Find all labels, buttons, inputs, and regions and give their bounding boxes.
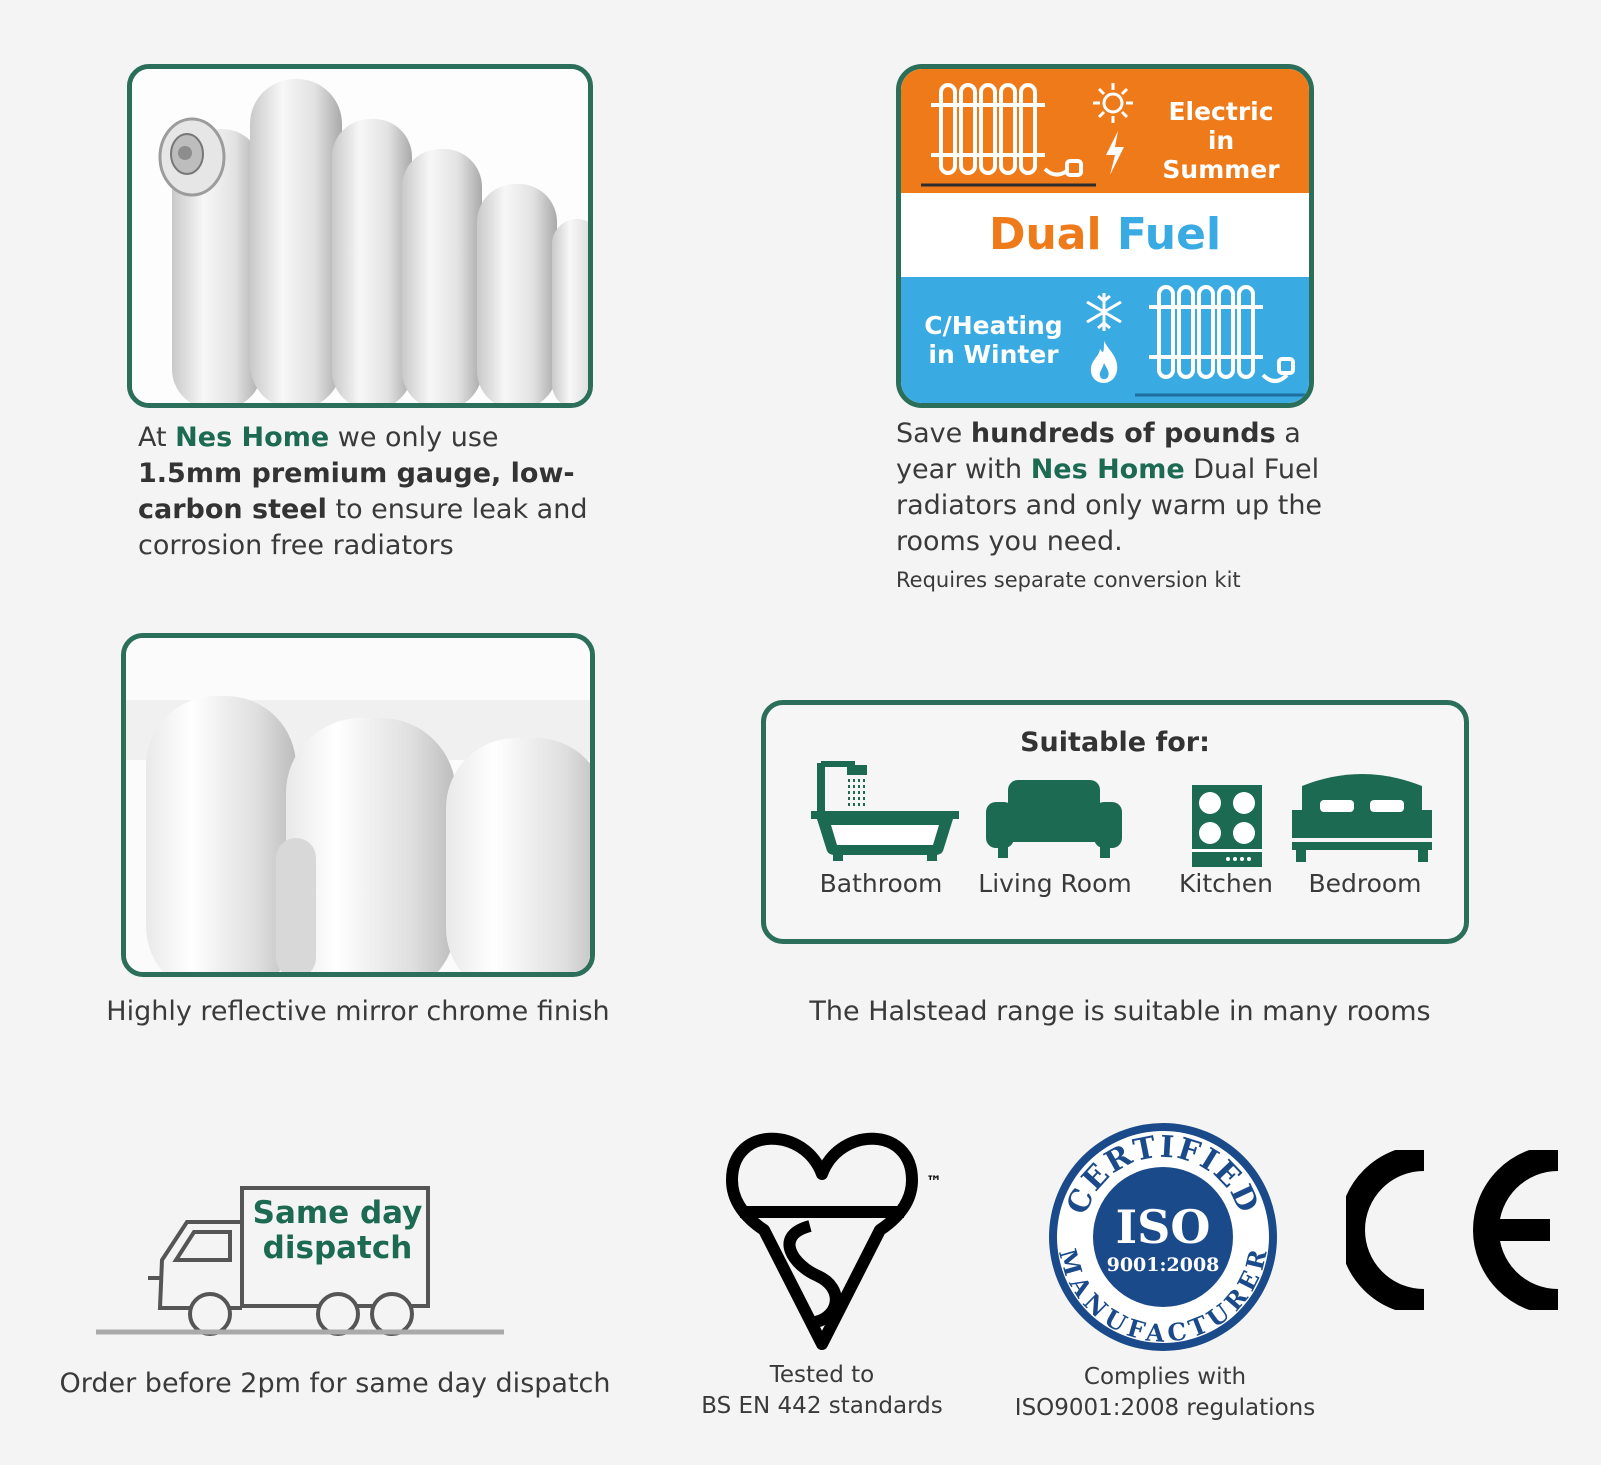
central-heating-radiator-icon — [1135, 285, 1305, 397]
rooms-title: Suitable for: — [1020, 727, 1210, 758]
brand-name: Nes Home — [175, 422, 330, 453]
lightning-icon — [1106, 131, 1124, 175]
steel-mid: we only use — [329, 422, 499, 453]
summer-label: Electric in Summer — [1162, 97, 1280, 184]
title-dual: Dual — [988, 209, 1102, 260]
dual-fuel-description: Save hundreds of pounds a year with Nes … — [896, 416, 1356, 560]
dispatch-caption: Order before 2pm for same day dispatch — [59, 1368, 611, 1399]
ce-mark-icon — [1346, 1150, 1559, 1310]
kitemark-caption: Tested to BS EN 442 standards — [692, 1360, 952, 1422]
title-fuel: Fuel — [1116, 209, 1222, 260]
chrome-finish-photo-frame — [121, 633, 595, 977]
room-label-bathroom: Bathroom — [819, 869, 943, 898]
hob-icon — [1192, 785, 1262, 867]
sun-icon — [1093, 83, 1133, 123]
chrome-radiator-photo — [126, 638, 590, 972]
kitemark-caption-line2: BS EN 442 standards — [701, 1393, 943, 1419]
kitemark-caption-line1: Tested to — [769, 1362, 875, 1388]
desc-suffix: Dual Fuel radiators and only warm up the… — [896, 454, 1323, 557]
steel-description: At Nes Home we only use 1.5mm premium ga… — [138, 420, 608, 564]
truck-label-line1: Same day — [252, 1195, 423, 1231]
steel-suffix: to ensure leak and corrosion free radiat… — [138, 494, 588, 561]
sofa-icon — [986, 780, 1122, 858]
conversion-kit-note: Requires separate conversion kit — [896, 568, 1241, 592]
iso-caption: Complies with ISO9001:2008 regulations — [1005, 1362, 1325, 1424]
dual-fuel-title: Dual Fuel — [901, 193, 1309, 277]
bath-shower-icon — [811, 761, 959, 861]
desc-prefix: Save — [896, 418, 971, 449]
winter-label: C/Heating in Winter — [924, 311, 1063, 369]
iso-caption-line1: Complies with — [1083, 1364, 1247, 1390]
rooms-caption: The Halstead range is suitable in many r… — [809, 996, 1431, 1027]
brand-name: Nes Home — [1030, 454, 1185, 485]
electric-radiator-icon — [921, 83, 1096, 187]
delivery-truck-icon — [96, 1186, 504, 1336]
truck-label-line2: dispatch — [262, 1230, 413, 1266]
iso-caption-line2: ISO9001:2008 regulations — [1014, 1395, 1316, 1421]
desc-savings: hundreds of pounds — [970, 418, 1276, 449]
winter-band: C/Heating in Winter — [901, 277, 1309, 403]
flame-icon — [1090, 341, 1118, 383]
desc-mid: a year with — [896, 418, 1301, 485]
room-label-living-room: Living Room — [978, 869, 1132, 898]
finish-caption: Highly reflective mirror chrome finish — [106, 996, 610, 1027]
room-label-kitchen: Kitchen — [1179, 869, 1273, 898]
snowflake-icon — [1086, 293, 1122, 331]
radiator-valve-photo — [132, 69, 588, 403]
trademark-symbol: ™ — [926, 1172, 942, 1191]
steel-prefix: At — [138, 422, 176, 453]
summer-band: Electric in Summer — [901, 69, 1309, 193]
kitemark-icon — [726, 1132, 918, 1350]
truck-label: Same day dispatch — [245, 1196, 430, 1266]
steel-spec: 1.5mm premium gauge, low-carbon steel — [138, 458, 575, 525]
dual-fuel-graphic: Electric in Summer Dual Fuel C/Heating i… — [896, 64, 1314, 408]
steel-radiator-photo-frame — [127, 64, 593, 408]
iso-certified-seal-icon: CERTIFIED MANUFACTURER ISO 9001:2008 — [1049, 1123, 1277, 1351]
suitable-rooms-panel: Suitable for: — [761, 700, 1469, 944]
seal-standard-text: 9001:2008 — [1107, 1254, 1220, 1276]
bed-icon — [1292, 774, 1432, 862]
seal-iso-text: ISO — [1116, 1200, 1211, 1254]
room-label-bedroom: Bedroom — [1308, 869, 1422, 898]
